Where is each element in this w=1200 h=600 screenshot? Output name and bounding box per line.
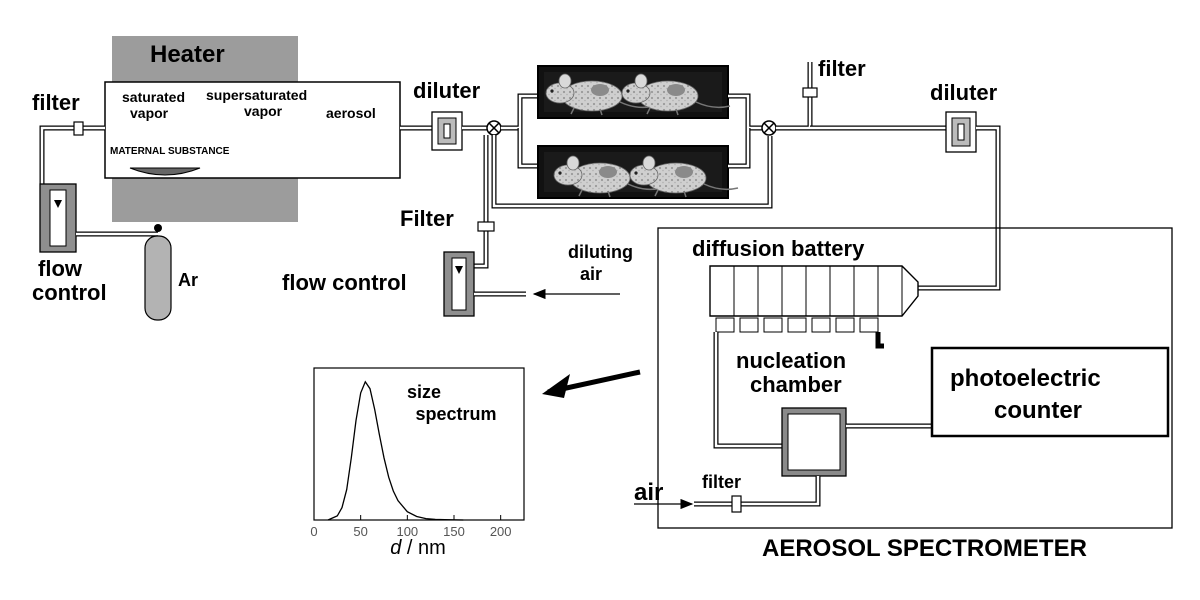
ar-label: Ar bbox=[178, 270, 198, 290]
diluter-right bbox=[945, 111, 977, 153]
aerosol-label: aerosol bbox=[326, 105, 376, 121]
nucleation-chamber-label-2: chamber bbox=[750, 372, 842, 397]
photoelectric-counter-label: photoelectric bbox=[950, 365, 1101, 392]
rotameter-float-icon bbox=[455, 266, 463, 274]
diffusion-battery bbox=[709, 265, 919, 333]
size-spectrum-chart: size spectrum 0 50 100 150 200 d / nm bbox=[310, 367, 525, 559]
x-tick-label: 0 bbox=[310, 524, 317, 539]
filter-top-icon bbox=[802, 87, 818, 98]
diluter-left-label: diluter bbox=[413, 78, 481, 103]
filter-left-icon bbox=[73, 121, 84, 136]
photoelectric-counter bbox=[930, 346, 1170, 438]
saturated-vapor-label: saturated bbox=[122, 89, 185, 105]
flow-control-left-label: flow bbox=[38, 256, 83, 281]
filter-top-label: filter bbox=[818, 56, 866, 81]
flow-control-left-label-2: control bbox=[32, 280, 107, 305]
valve-left bbox=[486, 120, 502, 136]
diffusion-battery-label: diffusion battery bbox=[692, 236, 865, 261]
filter-bottom-icon bbox=[731, 495, 742, 513]
aerosol-spectrometer-frame bbox=[657, 227, 1173, 529]
supersaturated-vapor-label: supersaturated bbox=[206, 87, 307, 103]
substance-boat-icon bbox=[129, 167, 201, 176]
chart-title: size bbox=[407, 382, 441, 402]
plot-frame bbox=[313, 367, 525, 521]
x-tick-label: 150 bbox=[443, 524, 465, 539]
filter-mid-label: Filter bbox=[400, 206, 454, 231]
diluting-air-label-2: air bbox=[580, 264, 602, 284]
rotameter-float-icon bbox=[54, 200, 62, 208]
x-tick-label: 200 bbox=[490, 524, 512, 539]
filter-left-label: filter bbox=[32, 90, 80, 115]
filter-bottom-label: filter bbox=[702, 472, 741, 492]
x-tick-label: 100 bbox=[396, 524, 418, 539]
aerosol-spectrometer-label: AEROSOL SPECTROMETER bbox=[762, 535, 1087, 562]
diluter-right-label: diluter bbox=[930, 80, 998, 105]
chart-title-2: spectrum bbox=[415, 404, 496, 424]
maternal-substance-label: MATERNAL SUBSTANCE bbox=[110, 146, 230, 157]
supersaturated-vapor-label-2: vapor bbox=[244, 103, 283, 119]
nucleation-chamber-label: nucleation bbox=[736, 348, 846, 373]
spectrum-series-line bbox=[327, 380, 464, 521]
diluting-air-label: diluting bbox=[568, 242, 633, 262]
argon-cylinder bbox=[144, 235, 172, 321]
flow-control-mid-label: flow control bbox=[282, 270, 407, 295]
heater-label: Heater bbox=[150, 41, 225, 68]
x-axis-label: d / nm bbox=[390, 537, 446, 559]
valve-right bbox=[761, 120, 777, 136]
filter-mid-icon bbox=[477, 221, 495, 232]
evaporation-tube bbox=[104, 81, 401, 179]
photoelectric-counter-label-2: counter bbox=[994, 397, 1082, 424]
x-tick-label: 50 bbox=[353, 524, 367, 539]
air-label: air bbox=[634, 479, 663, 506]
diluter-left bbox=[431, 111, 463, 151]
saturated-vapor-label-2: vapor bbox=[130, 105, 169, 121]
